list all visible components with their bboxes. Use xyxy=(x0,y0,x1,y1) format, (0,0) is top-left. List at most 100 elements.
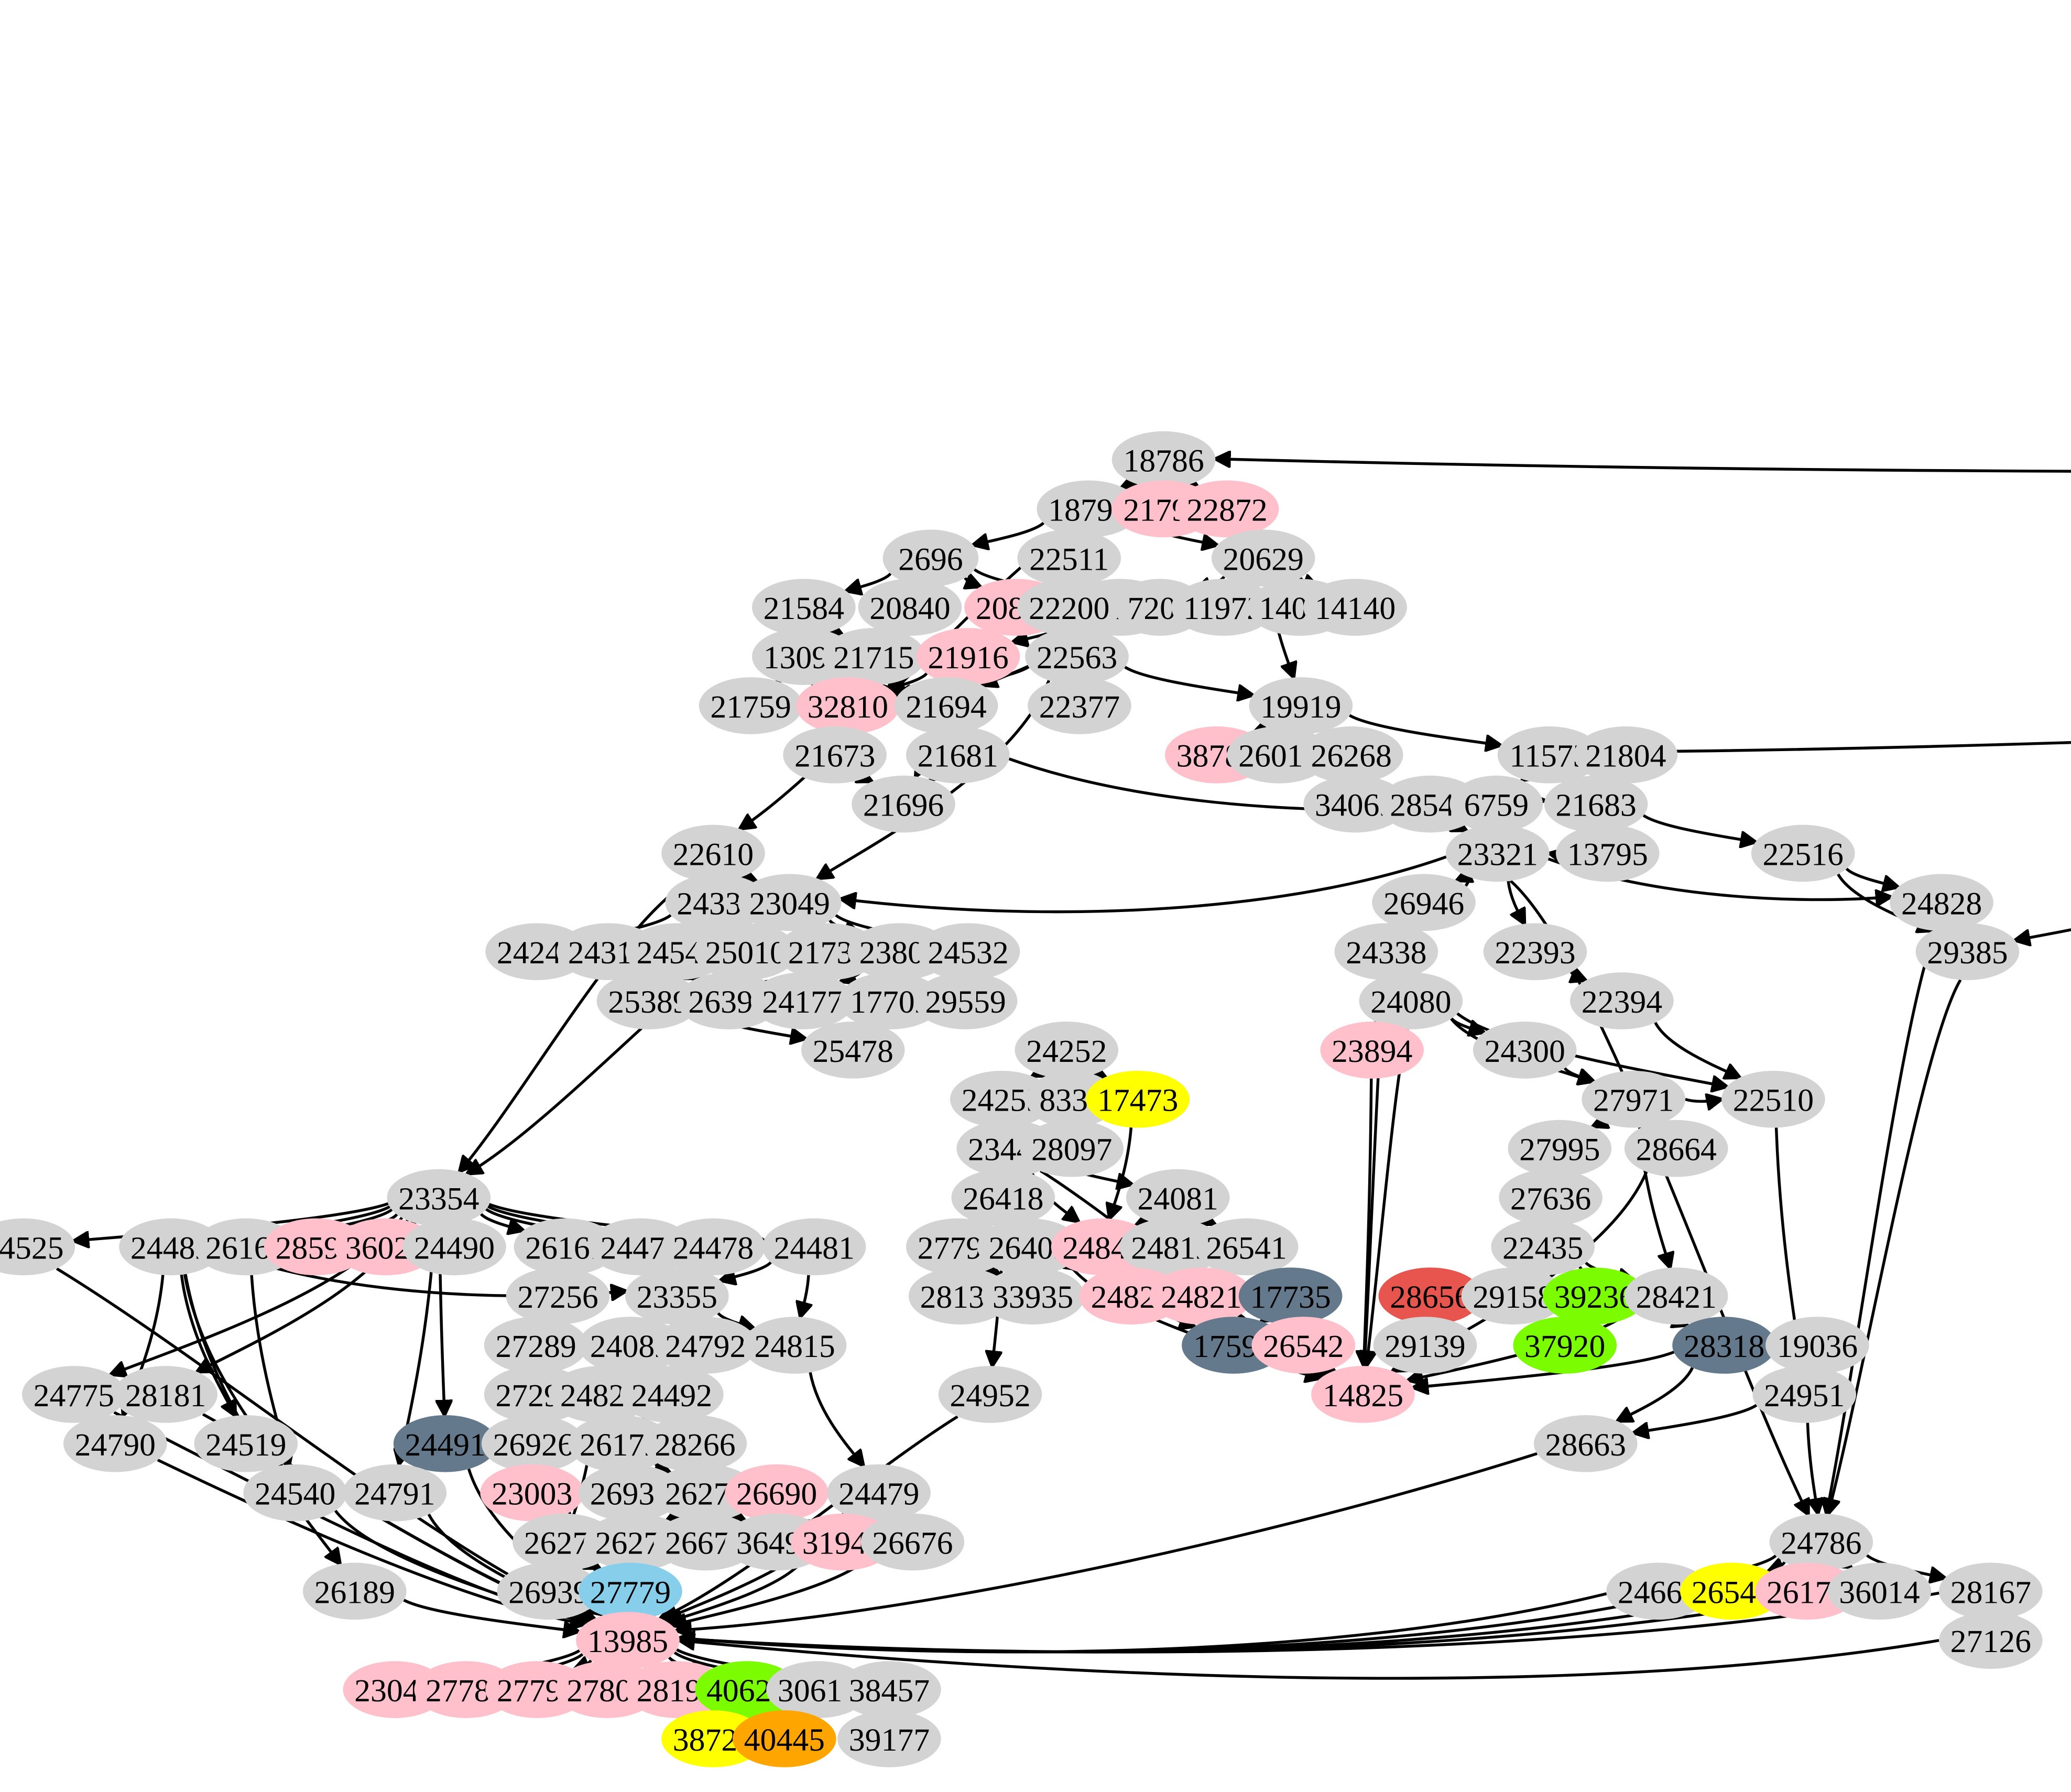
graph-node-28167[interactable]: 28167 xyxy=(1939,1562,2043,1620)
graph-node-37920[interactable]: 37920 xyxy=(1513,1317,1617,1374)
graph-node-26272[interactable]: 26272 xyxy=(513,1513,616,1571)
graph-node-18786[interactable]: 18786 xyxy=(1111,431,1216,488)
graph-node-21584[interactable]: 21584 xyxy=(752,579,856,636)
graph-node-24080[interactable]: 24080 xyxy=(1359,972,1463,1029)
graph-node-39236[interactable]: 39236 xyxy=(1543,1267,1647,1325)
graph-node-17702[interactable]: 17702 xyxy=(838,972,943,1029)
graph-node-19919[interactable]: 19919 xyxy=(1249,677,1353,734)
graph-node-38457[interactable]: 38457 xyxy=(837,1661,941,1718)
graph-node-22516[interactable]: 22516 xyxy=(1751,824,1855,882)
graph-node-24481[interactable]: 24481 xyxy=(762,1218,866,1276)
graph-node-24300[interactable]: 24300 xyxy=(1473,1022,1577,1079)
graph-node-22393[interactable]: 22393 xyxy=(1483,923,1587,981)
graph-node-23354[interactable]: 23354 xyxy=(387,1169,491,1226)
graph-node-22377[interactable]: 22377 xyxy=(1028,677,1131,734)
graph-node-24252[interactable]: 24252 xyxy=(1015,1022,1119,1079)
graph-node-22510[interactable]: 22510 xyxy=(1721,1070,1825,1128)
graph-node-23894[interactable]: 23894 xyxy=(1320,1022,1424,1079)
graph-node-24828[interactable]: 24828 xyxy=(1890,874,1993,931)
graph-node-27289[interactable]: 27289 xyxy=(484,1317,588,1374)
graph-node-21673[interactable]: 21673 xyxy=(783,726,887,784)
graph-node-27779[interactable]: 27779 xyxy=(579,1562,682,1620)
graph-node-28663[interactable]: 28663 xyxy=(1533,1415,1638,1472)
graph-node-28266[interactable]: 28266 xyxy=(643,1415,747,1472)
graph-node-32810[interactable]: 32810 xyxy=(796,677,900,734)
graph-node-28181[interactable]: 28181 xyxy=(114,1366,217,1423)
graph-node-26690[interactable]: 26690 xyxy=(725,1464,829,1522)
graph-node-26172[interactable]: 26172 xyxy=(568,1415,672,1472)
graph-node-34063[interactable]: 34063 xyxy=(1303,775,1407,833)
graph-node-24491[interactable]: 24491 xyxy=(393,1415,497,1472)
graph-node-28664[interactable]: 28664 xyxy=(1624,1120,1728,1177)
graph-node-25010[interactable]: 25010 xyxy=(693,923,798,981)
graph-node-27636[interactable]: 27636 xyxy=(1499,1169,1603,1226)
graph-node-28318[interactable]: 28318 xyxy=(1672,1317,1776,1374)
graph-node-26189[interactable]: 26189 xyxy=(302,1562,407,1620)
graph-node-24338[interactable]: 24338 xyxy=(1334,923,1438,981)
graph-node-24519[interactable]: 24519 xyxy=(194,1415,298,1472)
graph-node-40445[interactable]: 40445 xyxy=(733,1710,836,1767)
graph-node-14140[interactable]: 14140 xyxy=(1303,579,1407,636)
graph-node-24525[interactable]: 24525 xyxy=(0,1218,75,1276)
graph-node-26939[interactable]: 26939 xyxy=(497,1562,601,1620)
graph-node-24952[interactable]: 24952 xyxy=(938,1366,1042,1423)
graph-node-23321[interactable]: 23321 xyxy=(1445,824,1550,882)
graph-node-27971[interactable]: 27971 xyxy=(1582,1070,1685,1128)
graph-node-13985[interactable]: 13985 xyxy=(576,1612,680,1669)
graph-node-26946[interactable]: 26946 xyxy=(1372,874,1476,931)
graph-node-24492[interactable]: 24492 xyxy=(620,1366,724,1423)
graph-node-24792[interactable]: 24792 xyxy=(653,1317,757,1374)
graph-node-17735[interactable]: 17735 xyxy=(1238,1267,1343,1325)
graph-node-21916[interactable]: 21916 xyxy=(916,628,1020,685)
graph-node-27995[interactable]: 27995 xyxy=(1508,1120,1612,1177)
graph-node-24532[interactable]: 24532 xyxy=(916,923,1020,981)
graph-node-26161[interactable]: 26161 xyxy=(514,1218,618,1276)
graph-node-26268[interactable]: 26268 xyxy=(1299,726,1403,784)
graph-node-21715[interactable]: 21715 xyxy=(822,628,926,685)
graph-node-22511[interactable]: 22511 xyxy=(1017,529,1121,587)
graph-node-21759[interactable]: 21759 xyxy=(699,677,803,734)
graph-node-28656[interactable]: 28656 xyxy=(1378,1267,1483,1325)
graph-node-28097[interactable]: 28097 xyxy=(1020,1120,1124,1177)
graph-node-29139[interactable]: 29139 xyxy=(1373,1317,1477,1374)
graph-node-25389[interactable]: 25389 xyxy=(596,972,701,1029)
graph-node-26540[interactable]: 26540 xyxy=(1680,1562,1784,1620)
graph-node-27126[interactable]: 27126 xyxy=(1939,1612,2043,1669)
graph-node-2696[interactable]: 2696 xyxy=(882,529,979,587)
graph-node-26542[interactable]: 26542 xyxy=(1251,1317,1356,1374)
graph-node-22435[interactable]: 22435 xyxy=(1491,1218,1595,1276)
graph-node-24786[interactable]: 24786 xyxy=(1769,1513,1873,1571)
graph-node-21681[interactable]: 21681 xyxy=(906,726,1010,784)
graph-node-29385[interactable]: 29385 xyxy=(1915,923,2020,981)
graph-node-11972[interactable]: 11972 xyxy=(1171,579,1275,636)
graph-node-20629[interactable]: 20629 xyxy=(1211,529,1315,587)
graph-node-22563[interactable]: 22563 xyxy=(1025,628,1129,685)
graph-node-26676[interactable]: 26676 xyxy=(860,1513,965,1571)
graph-node-24482[interactable]: 24482 xyxy=(119,1218,223,1276)
graph-node-24790[interactable]: 24790 xyxy=(63,1415,167,1472)
graph-node-24815[interactable]: 24815 xyxy=(743,1317,847,1374)
graph-node-27256[interactable]: 27256 xyxy=(506,1267,610,1325)
graph-node-21804[interactable]: 21804 xyxy=(1574,726,1678,784)
graph-node-26418[interactable]: 26418 xyxy=(951,1169,1055,1226)
graph-node-25478[interactable]: 25478 xyxy=(801,1022,905,1079)
graph-node-24821[interactable]: 24821 xyxy=(1149,1267,1253,1325)
graph-node-13795[interactable]: 13795 xyxy=(1555,824,1660,882)
graph-node-26177[interactable]: 26177 xyxy=(1755,1562,1859,1620)
graph-node-22200[interactable]: 22200 xyxy=(1017,579,1121,636)
graph-node-6759[interactable]: 6759 xyxy=(1449,775,1543,833)
graph-node-29158[interactable]: 29158 xyxy=(1461,1267,1565,1325)
graph-node-24540[interactable]: 24540 xyxy=(243,1464,347,1522)
graph-node-24951[interactable]: 24951 xyxy=(1752,1366,1856,1423)
graph-node-24478[interactable]: 24478 xyxy=(661,1218,765,1276)
graph-node-24479[interactable]: 24479 xyxy=(827,1464,931,1522)
graph-node-19036[interactable]: 19036 xyxy=(1765,1317,1869,1374)
graph-node-33935[interactable]: 33935 xyxy=(981,1267,1085,1325)
graph-node-22394[interactable]: 22394 xyxy=(1570,972,1674,1029)
graph-node-17473[interactable]: 17473 xyxy=(1086,1070,1190,1128)
graph-node-24775[interactable]: 24775 xyxy=(21,1366,126,1423)
graph-node-23003[interactable]: 23003 xyxy=(480,1464,584,1522)
graph-node-22610[interactable]: 22610 xyxy=(661,824,765,882)
graph-node-26926[interactable]: 26926 xyxy=(481,1415,585,1472)
graph-node-22872[interactable]: 22872 xyxy=(1175,480,1279,538)
